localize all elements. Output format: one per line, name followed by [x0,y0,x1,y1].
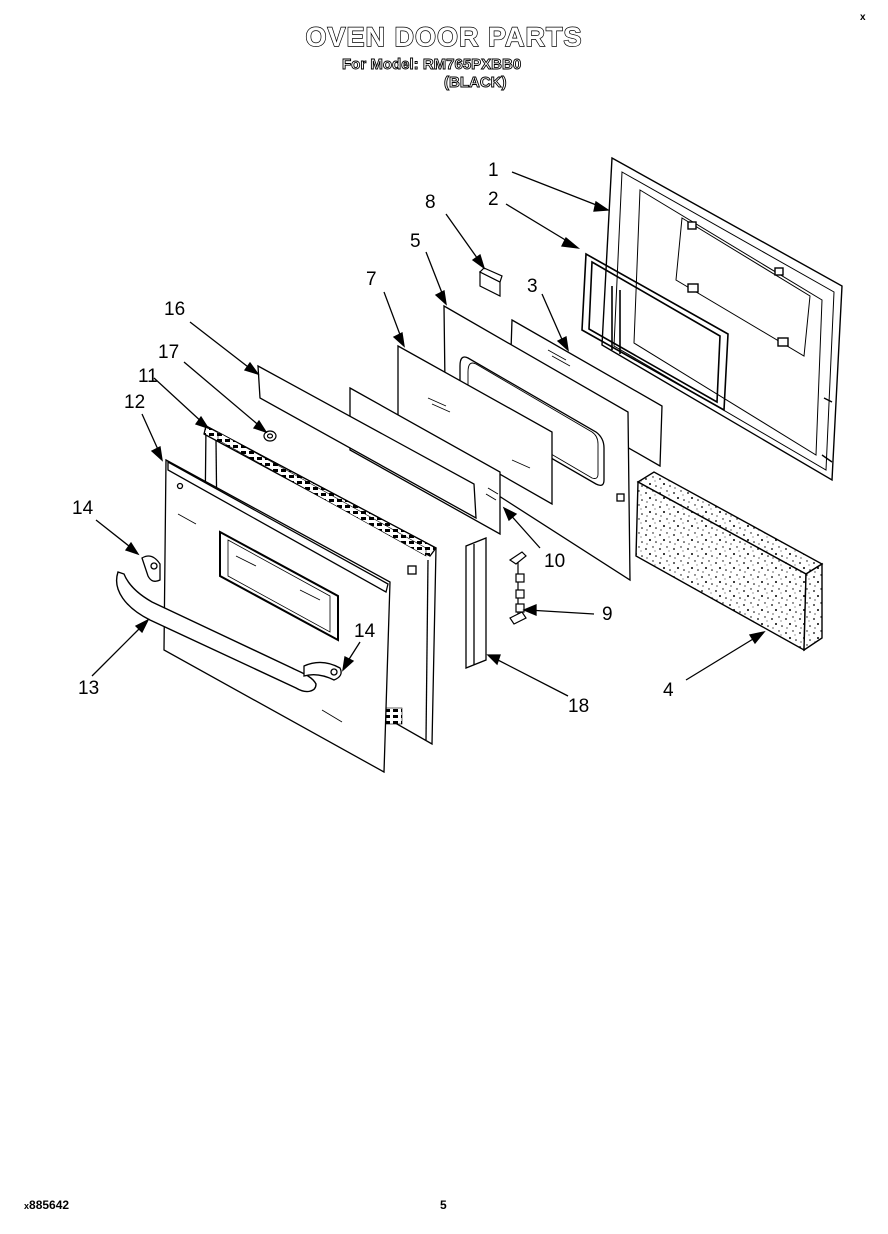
middle-glass [397,344,553,506]
door-clip [478,267,503,297]
callout-18: 18 [568,696,589,717]
callout-8: 8 [425,192,436,213]
callout-9: 9 [602,604,613,625]
callout-labels: 1 2 3 4 5 7 8 9 10 11 12 13 14 14 16 17 … [72,160,674,717]
callout-16: 16 [164,299,185,320]
callout-14-left: 14 [72,498,94,519]
callout-2: 2 [488,189,499,210]
inner-door-liner [601,156,843,482]
page-number: 5 [440,1198,447,1212]
callout-14-right: 14 [354,621,376,642]
footer-mark: x [24,1201,30,1211]
handle-mount-right [303,661,342,681]
callout-12: 12 [124,392,145,413]
callout-5: 5 [410,231,421,252]
handle-mount-left [141,555,161,582]
door-insulation-strip [257,364,477,520]
door-gasket [581,252,729,412]
callout-7: 7 [366,269,377,290]
model-color: (BLACK) [444,74,507,92]
corner-mark: x [860,12,866,23]
callout-13: 13 [78,678,99,699]
callout-1: 1 [488,160,499,181]
callout-11: 11 [138,366,158,387]
callout-17: 17 [158,342,179,363]
door-insulation-block [635,471,824,652]
doc-number-text: 885642 [29,1198,70,1212]
door-handle [116,571,317,693]
outer-door-glass [163,458,391,774]
leader-lines [91,171,766,697]
callout-10: 10 [544,551,565,572]
model-number: For Model: RM765PXBB0 [342,56,522,74]
callout-4: 4 [663,680,674,701]
door-bracket [508,551,527,625]
document-number: x885642 [24,1198,69,1212]
callout-3: 3 [527,276,538,297]
door-spacer [263,430,277,442]
side-trim [465,537,487,669]
page-title: OVEN DOOR PARTS [305,21,583,52]
